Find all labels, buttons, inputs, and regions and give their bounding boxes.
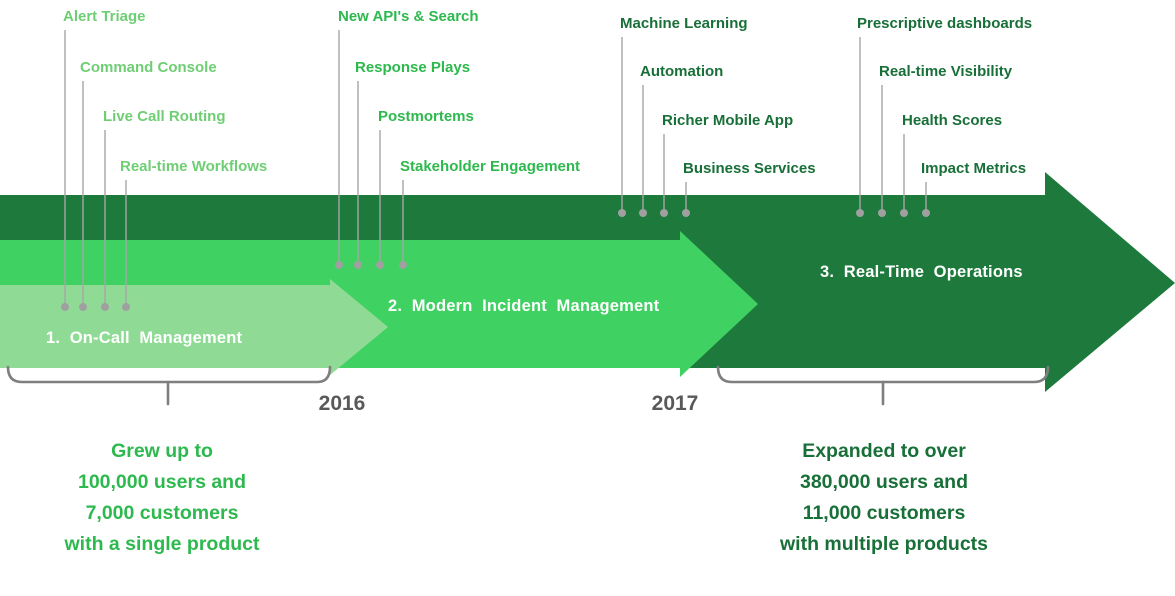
left-growth-caption: Grew up to 100,000 users and 7,000 custo… bbox=[12, 436, 312, 560]
milestone-dot bbox=[101, 303, 109, 311]
caption-line: 380,000 users and bbox=[799, 471, 969, 493]
leader-group-1 bbox=[61, 30, 130, 311]
milestone-dot bbox=[376, 261, 384, 269]
milestone-label-automation: Automation bbox=[640, 63, 724, 80]
leader-group-4 bbox=[856, 37, 930, 217]
arrow-2-label: 2. Modern Incident Management bbox=[388, 297, 660, 315]
milestone-dot bbox=[682, 209, 690, 217]
arrow-3-label: 3. Real-Time Operations bbox=[820, 263, 1023, 281]
milestone-label-business-services: Business Services bbox=[683, 160, 816, 177]
milestone-dot bbox=[79, 303, 87, 311]
milestone-label-alert-triage: Alert Triage bbox=[63, 8, 146, 25]
milestone-label-real-time-visibility: Real-time Visibility bbox=[879, 63, 1013, 80]
milestone-label-command-console: Command Console bbox=[80, 59, 217, 76]
year-2017: 2017 bbox=[651, 392, 699, 415]
milestone-dot bbox=[354, 261, 362, 269]
left-bracket bbox=[6, 365, 332, 384]
milestone-label-impact-metrics: Impact Metrics bbox=[921, 160, 1027, 177]
milestone-dot bbox=[618, 209, 626, 217]
year-2016: 2016 bbox=[318, 392, 366, 415]
caption-line: Grew up to bbox=[111, 440, 213, 462]
arrow-1-label: 1. On-Call Management bbox=[46, 329, 243, 347]
milestone-dot bbox=[878, 209, 886, 217]
milestone-dot bbox=[335, 261, 343, 269]
milestone-dot bbox=[660, 209, 668, 217]
milestone-dot bbox=[639, 209, 647, 217]
caption-line: with multiple products bbox=[780, 533, 988, 555]
caption-line: with a single product bbox=[64, 533, 260, 555]
caption-line: 11,000 customers bbox=[802, 502, 966, 524]
caption-line: 100,000 users and bbox=[77, 471, 247, 493]
milestone-dot bbox=[122, 303, 130, 311]
milestone-dot bbox=[399, 261, 407, 269]
milestone-label-real-time-workflows: Real-time Workflows bbox=[120, 158, 268, 175]
milestone-dot bbox=[61, 303, 69, 311]
milestone-label-health-scores: Health Scores bbox=[902, 112, 1003, 129]
milestone-label-response-plays: Response Plays bbox=[355, 59, 471, 76]
milestone-label-richer-mobile-app: Richer Mobile App bbox=[662, 112, 794, 129]
arrow-1-on-call-management-shape bbox=[0, 279, 388, 375]
milestone-label-new-apis-search: New API's & Search bbox=[338, 8, 479, 25]
milestone-dot bbox=[900, 209, 908, 217]
milestone-label-prescriptive-dashboards: Prescriptive dashboards bbox=[857, 15, 1033, 32]
milestone-label-machine-learning: Machine Learning bbox=[620, 15, 748, 32]
right-bracket bbox=[716, 365, 1050, 384]
milestone-label-stakeholder-engagement: Stakeholder Engagement bbox=[400, 158, 581, 175]
milestone-label-postmortems: Postmortems bbox=[378, 108, 474, 125]
milestone-label-live-call-routing: Live Call Routing bbox=[103, 108, 226, 125]
leader-group-3 bbox=[618, 37, 690, 217]
caption-line: Expanded to over bbox=[802, 440, 966, 462]
right-growth-caption: Expanded to over 380,000 users and 11,00… bbox=[734, 436, 1034, 560]
milestone-dot bbox=[922, 209, 930, 217]
milestone-dot bbox=[856, 209, 864, 217]
caption-line: 7,000 customers bbox=[85, 502, 239, 524]
leader-group-2 bbox=[335, 30, 407, 269]
